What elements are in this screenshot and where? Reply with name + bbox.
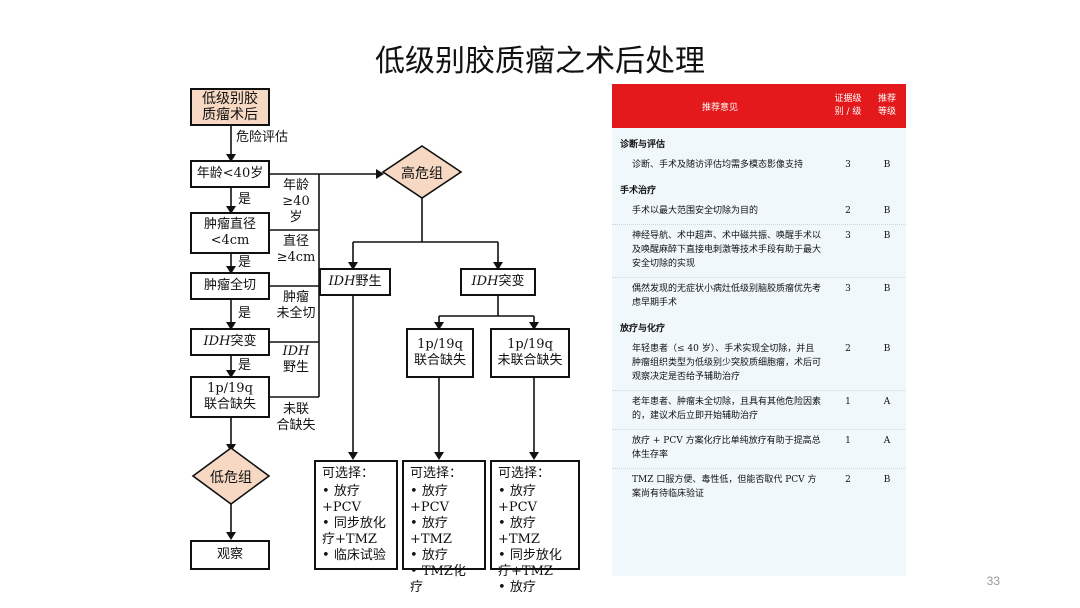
page-number: 33 xyxy=(986,574,1000,588)
high-risk-diamond: 高危组 xyxy=(401,166,443,182)
header-recommendation: 推荐意见 xyxy=(701,102,738,113)
table-row: 年轻患者（≤ 40 岁）、手术实现全切除，并且肿瘤组织类型为低级别少突胶质细胞瘤… xyxy=(632,344,891,382)
side-label-noncodel: 未联合缺失 xyxy=(276,402,316,433)
low-risk-diamond: 低危组 xyxy=(210,470,252,486)
option-item: 临床试验 xyxy=(322,548,390,564)
slide-title: 低级别胶质瘤之术后处理 xyxy=(375,44,705,79)
treatment-flowchart: 低级别胶质瘤术后 危险评估 年龄<40岁 是 肿瘤直径<4cm 是 肿瘤全切 是… xyxy=(176,80,596,595)
yes-label-4: 是 xyxy=(238,358,252,373)
table-header: 推荐意见 证据级别 / 级 推荐等级 xyxy=(612,84,906,128)
option-item: TMZ化疗 xyxy=(410,564,478,596)
table-row: 老年患者、肿瘤未全切除，且具有其他危险因素的，建议术后立即开始辅助治疗 1 A xyxy=(612,390,906,429)
yes-label-2: 是 xyxy=(238,255,252,270)
table-row: 神经导航、术中超声、术中磁共振、唤醒手术以及唤醒麻醉下直接电刺激等技术手段有助于… xyxy=(612,224,906,277)
table-row: 诊断、手术及随访评估均需多模态影像支持 3 B xyxy=(632,160,891,170)
table-row: TMZ 口服方便、毒性低，但能否取代 PCV 方案尚有待临床验证 2 B xyxy=(612,468,906,507)
option-item: 放疗+PCV xyxy=(410,484,478,516)
option-item: 放疗+TMZ xyxy=(410,516,478,548)
option-item: 放疗+TMZ xyxy=(498,516,572,548)
table-row: 偶然发现的无症状小病灶低级别脑胶质瘤优先考虑早期手术 3 B xyxy=(612,277,906,316)
options-box-2: 可选择： 放疗+PCV 放疗+TMZ 放疗 TMZ化疗 xyxy=(402,460,486,595)
recommendation-table: 推荐意见 证据级别 / 级 推荐等级 诊断与评估 诊断、手术及随访评估均需多模态… xyxy=(612,84,906,576)
start-node: 低级别胶质瘤术后 xyxy=(190,88,270,126)
options-box-1: 可选择： 放疗+PCV 同步放化疗+TMZ 临床试验 xyxy=(314,460,398,570)
option-item: 放疗+PCV xyxy=(498,484,572,516)
total-resection-node: 肿瘤全切 xyxy=(190,272,270,300)
table-row: 手术以最大范围安全切除为目的 2 B xyxy=(632,206,891,216)
option-item: 放疗+PCV xyxy=(322,484,390,516)
observe-node: 观察 xyxy=(190,540,270,570)
option-item: 放疗 xyxy=(410,548,478,564)
yes-label-1: 是 xyxy=(238,192,252,207)
header-evidence: 证据级别 / 级 xyxy=(834,94,862,117)
option-item: 同步放化疗+TMZ xyxy=(498,548,572,580)
table-row: 放疗 + PCV 方案化疗比单纯放疗有助于提高总体生存率 1 A xyxy=(612,429,906,468)
age-node: 年龄<40岁 xyxy=(190,160,270,188)
section-heading: 诊断与评估 xyxy=(620,139,666,150)
option-item: 放疗 xyxy=(498,580,572,596)
header-grade: 推荐等级 xyxy=(877,94,896,117)
options-box-3: 可选择： 放疗+PCV 放疗+TMZ 同步放化疗+TMZ 放疗 xyxy=(490,460,580,595)
tumor-diameter-node: 肿瘤直径<4cm xyxy=(190,212,270,254)
side-label-age: 年龄≥40岁 xyxy=(282,178,310,225)
option-item: 同步放化疗+TMZ xyxy=(322,516,390,548)
side-label-diameter: 直径≥4cm xyxy=(276,234,316,265)
risk-assessment-label: 危险评估 xyxy=(236,130,289,145)
section-heading: 手术治疗 xyxy=(620,185,657,196)
side-label-resection: 肿瘤未全切 xyxy=(276,290,316,321)
section-heading: 放疗与化疗 xyxy=(620,323,666,334)
yes-label-3: 是 xyxy=(238,306,252,321)
